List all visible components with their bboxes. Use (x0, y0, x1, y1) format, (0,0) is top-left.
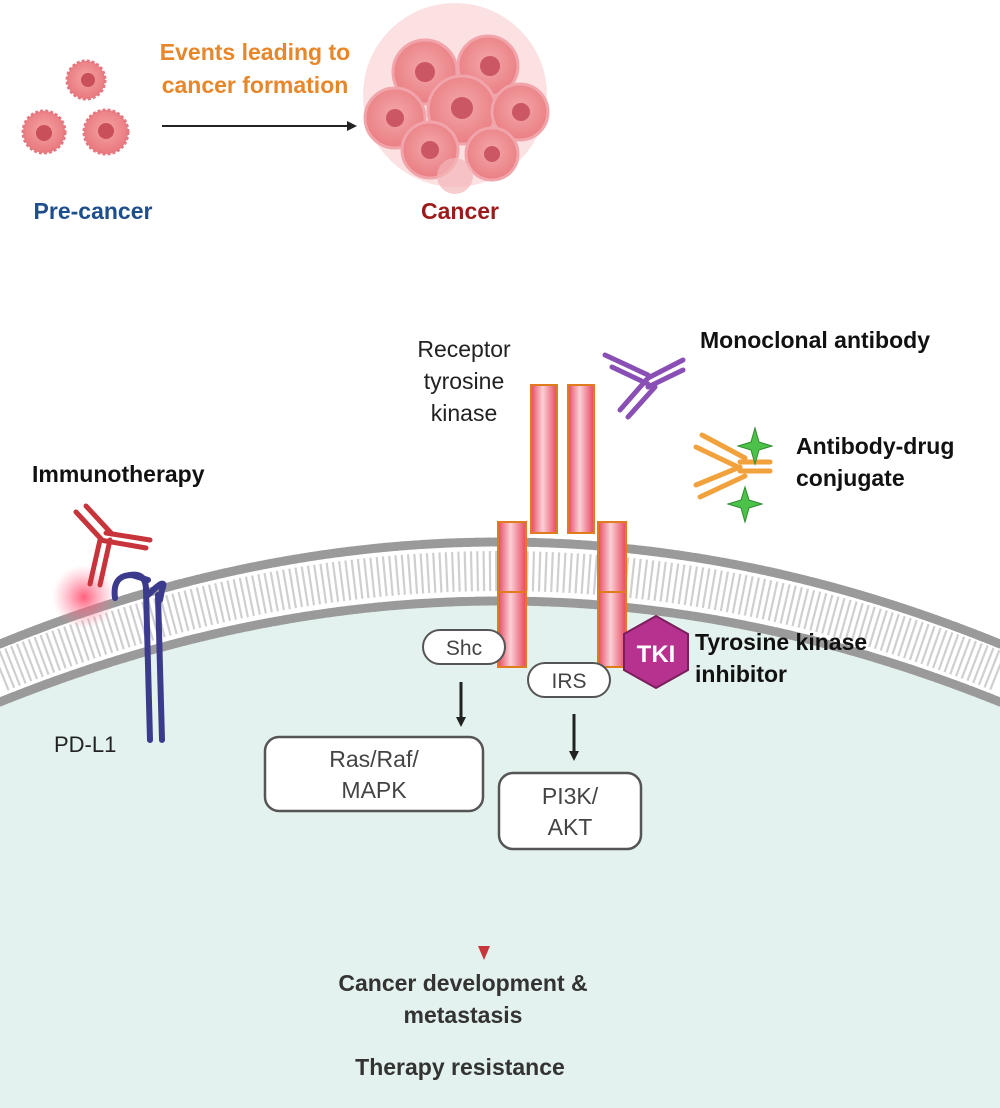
cancer-cell-cluster (363, 3, 550, 194)
shc-box (422, 629, 506, 665)
tki-label-line1: Tyrosine kinase (695, 629, 867, 655)
tki-label-line2: inhibitor (695, 661, 787, 687)
pd-l1-label: PD-L1 (54, 732, 116, 757)
tki-badge-label: TKI (637, 641, 676, 668)
precancer-cell (21, 109, 67, 155)
binding-glow (52, 565, 116, 629)
pi3k-label-line1: PI3K/ (542, 783, 599, 809)
outcome-label-line2: metastasis (404, 1002, 523, 1028)
receptor-tyrosine-kinase (497, 384, 627, 668)
therapy-resistance-label: Therapy resistance (355, 1054, 565, 1080)
precancer-cells (21, 59, 130, 156)
precancer-cell (82, 108, 130, 156)
outcome-label-line1: Cancer development & (338, 970, 587, 996)
monoclonal-antibody-label: Monoclonal antibody (700, 327, 930, 353)
monoclonal-antibody-icon (602, 352, 686, 420)
outcome-arrowhead (478, 946, 490, 960)
precancer-cell (65, 59, 107, 101)
adc-label-line1: Antibody-drug (796, 433, 954, 459)
ras-raf-label-line1: Ras/Raf/ (329, 746, 419, 772)
ras-raf-label-line2: MAPK (341, 777, 407, 803)
tki-hexagon-icon (623, 614, 689, 690)
adc-label-line2: conjugate (796, 465, 905, 491)
ras-raf-mapk-box (263, 735, 485, 813)
events-label-line2: cancer formation (162, 72, 349, 98)
receptor-label-line3: kinase (431, 400, 497, 426)
immunotherapy-label: Immunotherapy (32, 461, 205, 487)
receptor-label-line2: tyrosine (424, 368, 505, 394)
precancer-label: Pre-cancer (34, 198, 153, 224)
receptor-label-line1: Receptor (417, 336, 511, 362)
pi3k-label-line2: AKT (548, 814, 593, 840)
immunotherapy-antibody-icon (73, 503, 153, 588)
antibody-drug-conjugate-icon (693, 426, 774, 524)
shc-label: Shc (446, 637, 482, 660)
irs-box (527, 662, 611, 698)
cancer-label: Cancer (421, 198, 499, 224)
pi3k-akt-box (497, 771, 643, 851)
irs-label: IRS (551, 670, 586, 693)
pd-l1-icon (111, 571, 167, 743)
events-label-line1: Events leading to (160, 39, 350, 65)
